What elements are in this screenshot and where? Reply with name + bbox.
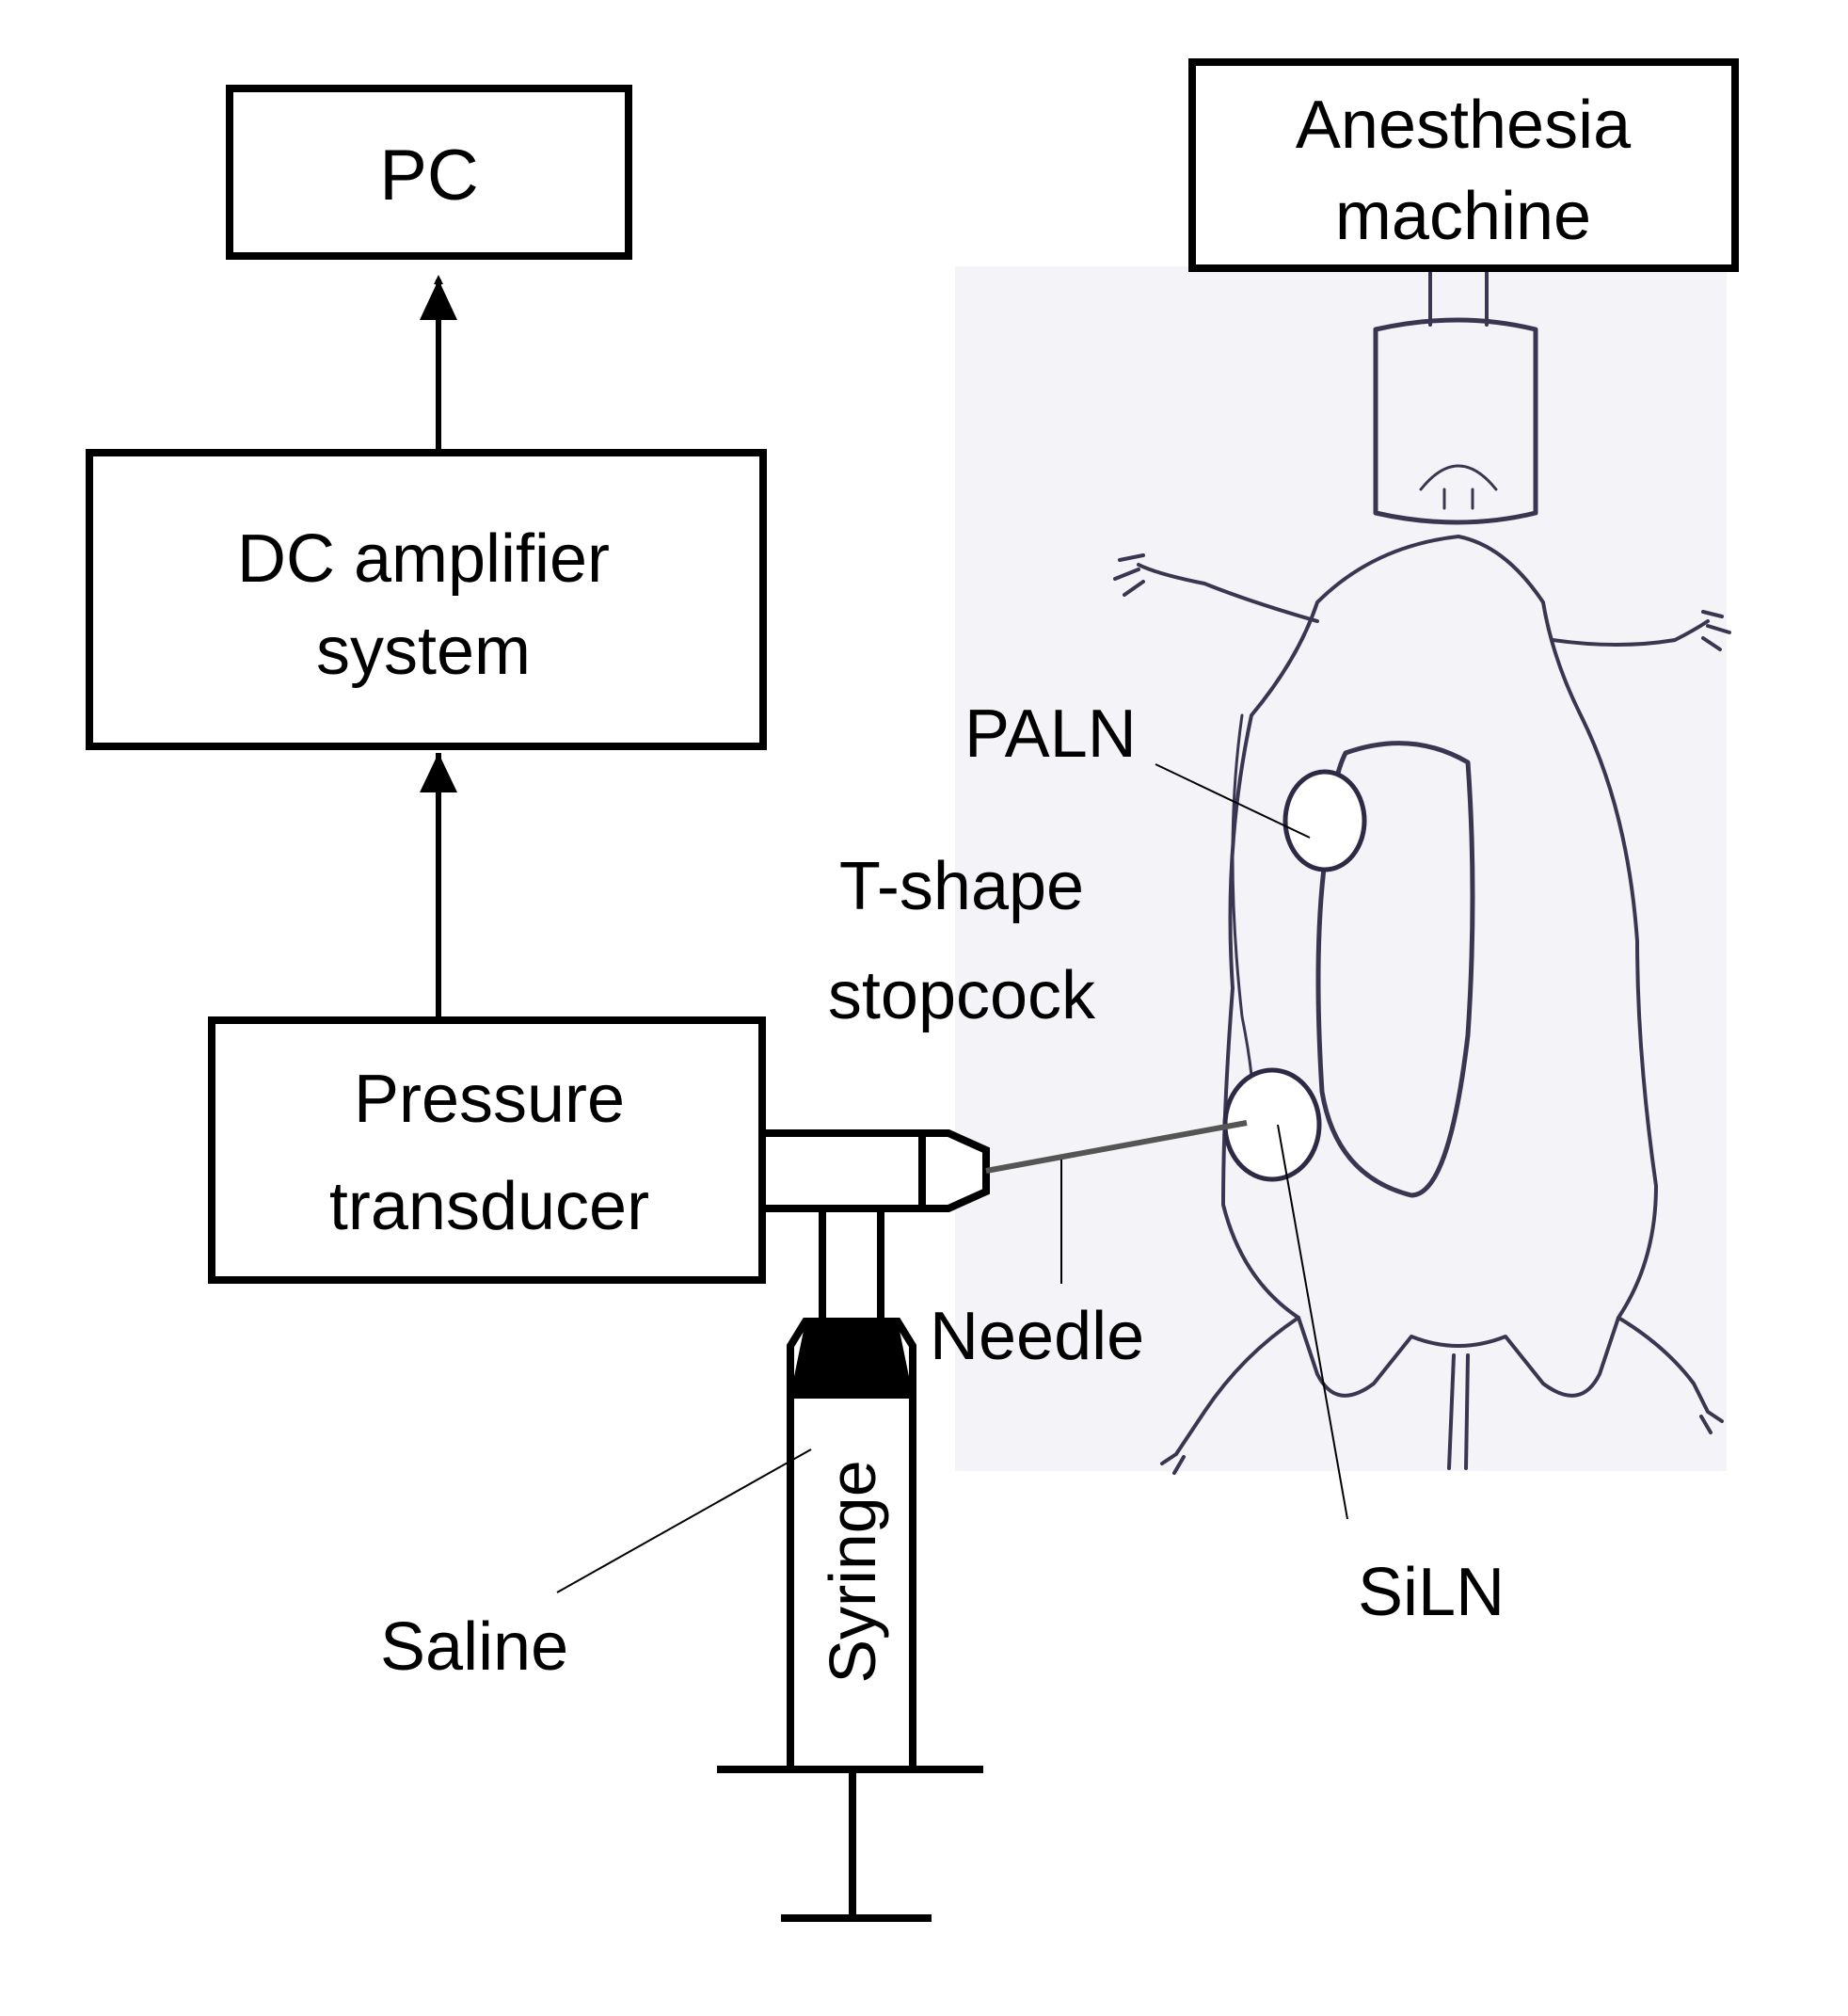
left-hindlimb: [1160, 1316, 1300, 1475]
illustration-background: [955, 266, 1727, 1471]
anesthesia-machine-box: Anesthesia machine: [1188, 58, 1739, 272]
left-forelimb: [1113, 553, 1319, 623]
t-shape-stopcock: [758, 1129, 990, 1325]
stopcock-connector: [918, 1129, 990, 1212]
mouse-snout: [1419, 464, 1498, 510]
right-hindlimb: [1617, 1316, 1724, 1434]
paln-label: PALN: [964, 696, 1137, 772]
anesthesia-tube: [1428, 271, 1489, 327]
nose-cone: [1373, 317, 1538, 525]
right-forelimb: [1551, 610, 1731, 651]
abdominal-organ: [1315, 741, 1475, 1198]
saline-leader: [556, 1448, 812, 1593]
mouse-tail: [1447, 1353, 1470, 1470]
arrowhead-pc: [420, 280, 457, 320]
stopcock-label-line2: stopcock: [828, 958, 1096, 1033]
saline-label: Saline: [380, 1609, 568, 1685]
syringe-label: Syringe: [816, 1460, 889, 1683]
needle-label: Needle: [930, 1299, 1144, 1374]
stopcock-label-line1: T-shape: [839, 849, 1084, 924]
syringe: Syringe: [717, 1318, 983, 1922]
mouse-body: [1221, 535, 1658, 1398]
stopcock-horizontal: [758, 1129, 926, 1212]
dc-amplifier-label-line2: system: [316, 614, 531, 689]
syringe-barrel: [787, 1391, 916, 1773]
dc-amplifier-box: DC amplifier system: [86, 449, 767, 750]
siln-label: SiLN: [1358, 1555, 1505, 1630]
pressure-transducer-label-line1: Pressure: [354, 1062, 625, 1137]
anesthesia-machine-label-line1: Anesthesia: [1296, 88, 1632, 163]
syringe-tip: [790, 1321, 913, 1395]
anesthesia-machine-label-line2: machine: [1335, 179, 1591, 254]
paln-node: [1282, 769, 1367, 872]
mouse-illustration: [955, 266, 1731, 1475]
needle: [985, 1120, 1248, 1174]
pressure-transducer-box: Pressure transducer: [208, 1016, 766, 1284]
pressure-transducer-label-line2: transducer: [329, 1169, 649, 1244]
stopcock-vertical: [819, 1205, 884, 1325]
dc-amplifier-label-line1: DC amplifier: [237, 521, 610, 597]
pc-label: PC: [379, 136, 479, 216]
paln-leader: [1155, 763, 1311, 839]
siln-leader: [1277, 1124, 1348, 1520]
arrowhead-dc: [420, 753, 457, 792]
pc-box: PC: [226, 85, 632, 260]
